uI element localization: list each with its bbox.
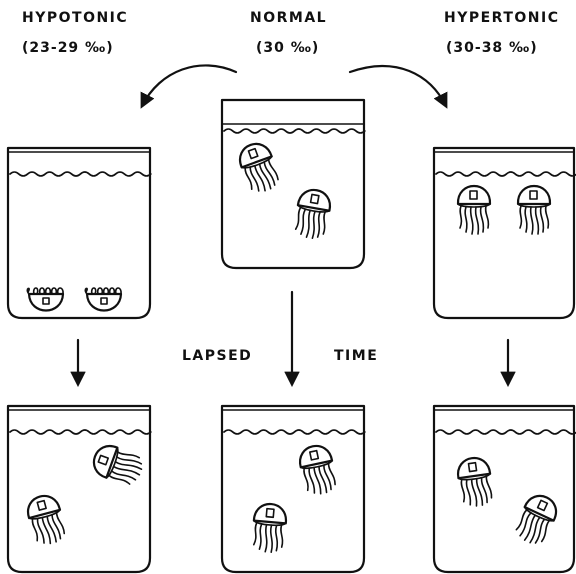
jellyfish [518,186,550,234]
beaker-normal-start [222,100,365,268]
jellyfish [235,139,282,195]
beaker-hypertonic-start [434,148,576,318]
jellyfish [297,443,338,497]
jellyfish [89,441,145,488]
jellyfish [456,456,494,508]
beaker-normal-after [222,406,365,572]
jellyfish [24,492,67,547]
jellyfish [85,288,121,311]
jellyfish [293,187,333,240]
jellyfish [27,288,63,311]
jellyfish [251,503,287,554]
jellyfish [458,186,490,234]
beaker-hypotonic-after [8,406,151,572]
jellyfish [512,491,561,548]
beaker-hypotonic-start [8,148,151,318]
beaker-hypertonic-after [434,406,576,572]
